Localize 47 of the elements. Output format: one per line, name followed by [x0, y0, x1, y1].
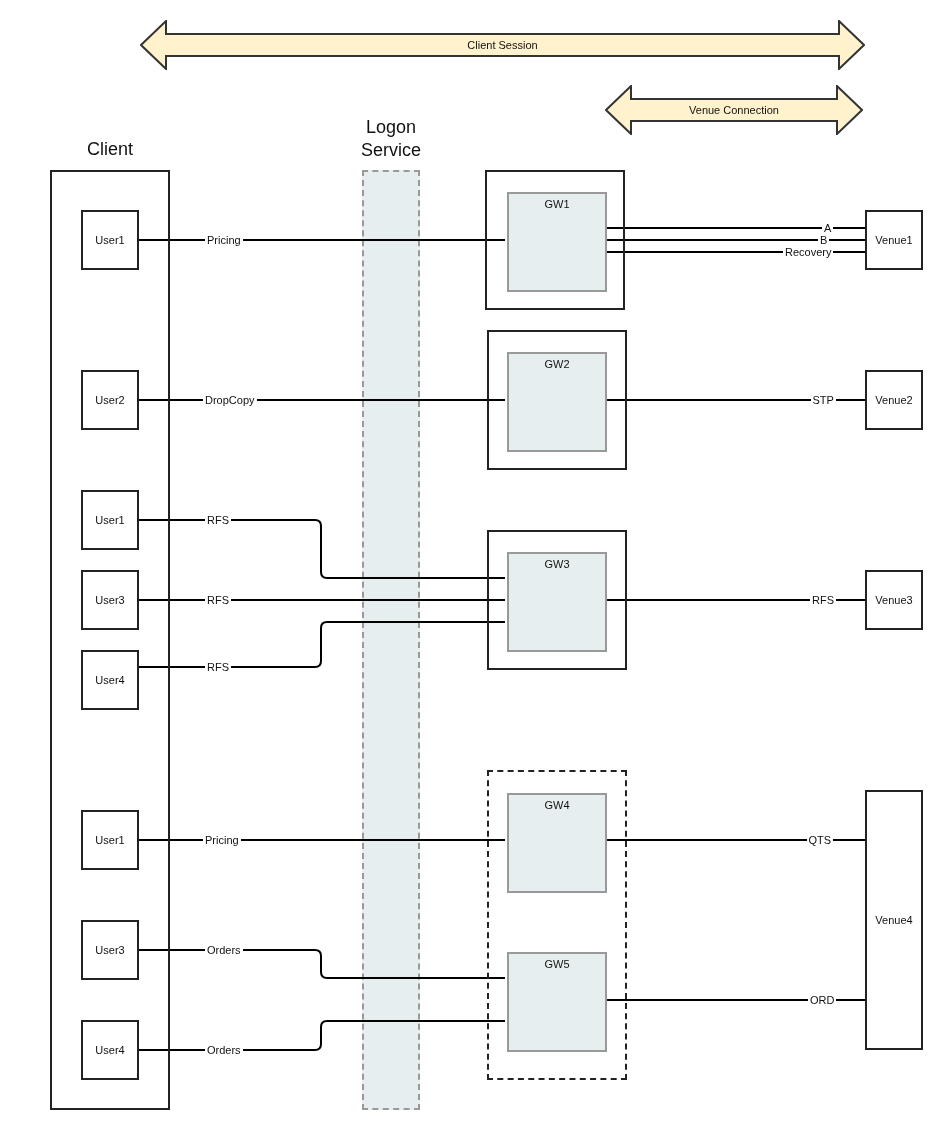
band-title: Logon Service [360, 116, 422, 162]
gateway-box: GW4 [507, 793, 607, 893]
user-box: User4 [81, 650, 139, 710]
gateway-frame [487, 530, 627, 670]
venue-box: Venue1 [865, 210, 923, 270]
venue-box: Venue4 [865, 790, 923, 1050]
venue-box: Venue2 [865, 370, 923, 430]
edge-label: Orders [205, 944, 243, 956]
span-label: Venue Connection [689, 104, 779, 116]
connector-line [138, 239, 506, 241]
gateway-box: GW5 [507, 952, 607, 1052]
gateway-frame [485, 170, 625, 310]
edge-label: STP [810, 394, 836, 406]
gateway-frame [487, 770, 627, 1080]
gateway-frame [487, 330, 627, 470]
user-box: User4 [81, 1020, 139, 1080]
user-box: User1 [81, 210, 139, 270]
connector-line [138, 519, 506, 579]
venue-box: Venue3 [865, 570, 923, 630]
edge-label: RFS [205, 514, 231, 526]
edge-label: B [818, 234, 830, 246]
user-box: User2 [81, 370, 139, 430]
edge-label: A [822, 222, 834, 234]
edge-label: Recovery [783, 246, 834, 258]
gateway-box: GW3 [507, 552, 607, 652]
edge-label: RFS [205, 594, 231, 606]
connector-line [138, 1020, 506, 1051]
user-box: User1 [81, 810, 139, 870]
edge-label: Pricing [205, 234, 243, 246]
user-box: User3 [81, 570, 139, 630]
group-title: Client [86, 138, 134, 161]
gateway-box: GW1 [507, 192, 607, 292]
connector-line [138, 839, 506, 841]
edge-label: QTS [806, 834, 834, 846]
connector-line [138, 621, 506, 668]
edge-label: RFS [205, 661, 231, 673]
edge-label: Pricing [203, 834, 241, 846]
edge-label: RFS [810, 594, 836, 606]
edge-label: DropCopy [203, 394, 257, 406]
connector-line [138, 949, 506, 979]
gateway-box: GW2 [507, 352, 607, 452]
edge-label: ORD [808, 994, 837, 1006]
connector-line [138, 599, 506, 601]
user-box: User1 [81, 490, 139, 550]
span-label: Client Session [467, 39, 538, 51]
edge-label: Orders [205, 1044, 243, 1056]
user-box: User3 [81, 920, 139, 980]
